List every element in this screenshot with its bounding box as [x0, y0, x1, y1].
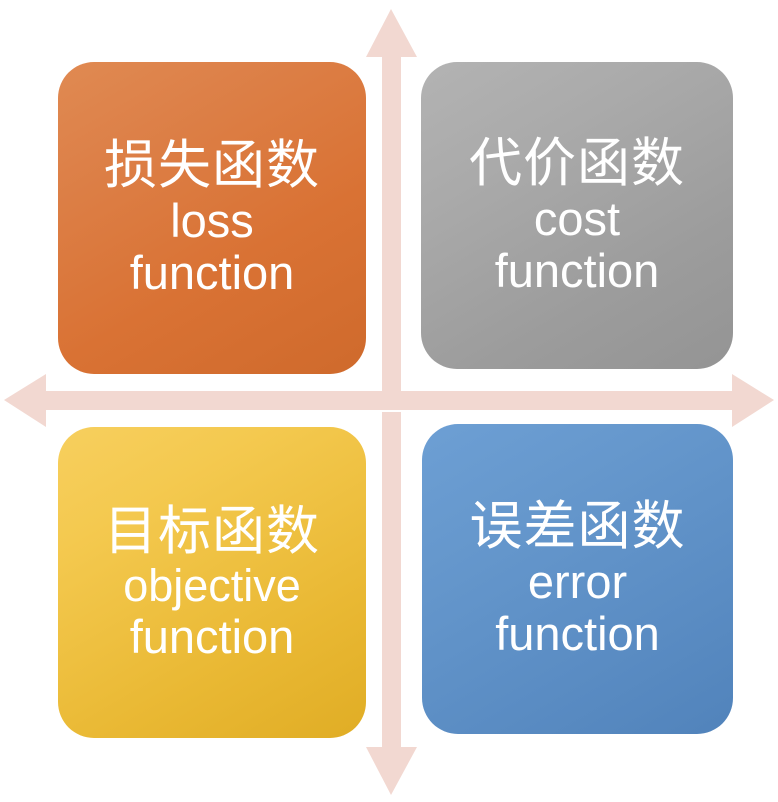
quadrant-loss-chinese-label: 损失函数 [104, 136, 320, 196]
arrow-up-icon [366, 9, 417, 392]
quadrant-card-objective[interactable]: 目标函数 objective function [58, 427, 366, 738]
quadrant-loss-english-line2: function [129, 246, 295, 300]
quadrant-loss-english-line1: loss [170, 194, 254, 248]
axis-center-joint [382, 391, 401, 410]
quadrant-card-loss[interactable]: 损失函数 loss function [58, 62, 366, 374]
quadrant-card-cost[interactable]: 代价函数 cost function [421, 62, 733, 369]
quadrant-cost-english-line2: function [494, 243, 660, 297]
quadrant-error-english-line1: error [527, 555, 628, 609]
quadrant-objective-english-line2: function [129, 609, 295, 663]
arrow-right-icon [401, 374, 774, 427]
quadrant-cost-english-line1: cost [533, 191, 621, 245]
quadrant-objective-english-line1: objective [123, 559, 301, 611]
quadrant-error-english-line2: function [495, 607, 660, 661]
quadrant-cost-chinese-label: 代价函数 [469, 133, 685, 193]
quadrant-error-chinese-label: 误差函数 [469, 497, 686, 557]
arrow-left-icon [4, 374, 382, 427]
arrow-down-icon [366, 412, 417, 795]
quadrant-card-error[interactable]: 误差函数 error function [422, 424, 733, 734]
quadrant-objective-chinese-label: 目标函数 [104, 501, 320, 561]
